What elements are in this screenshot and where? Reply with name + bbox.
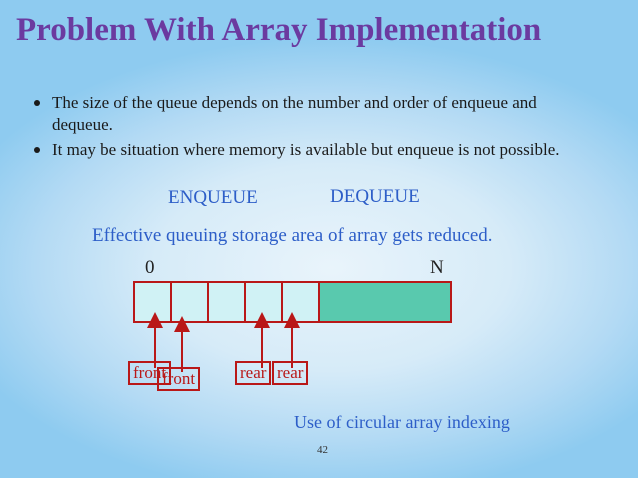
index-start-label: 0 [145,257,155,278]
array-cell [246,283,283,321]
slide-title: Problem With Array Implementation [16,12,542,48]
rear-pointer-box: rear [235,361,272,385]
array-cell [135,283,172,321]
bullet-list: The size of the queue depends on the num… [34,92,594,164]
dequeue-label: DEQUEUE [330,186,420,207]
bullet-text: It may be situation where memory is avai… [52,140,560,159]
rear-pointer-box-moved: rear [272,361,309,385]
bullet-item: The size of the queue depends on the num… [34,92,594,136]
array-cell [209,283,246,321]
enqueue-label: ENQUEUE [168,187,258,208]
bullet-dot-icon [34,147,40,153]
bullet-item: It may be situation where memory is avai… [34,139,594,161]
array-filled-region [320,283,450,321]
array-diagram [133,281,452,323]
page-number: 42 [317,444,328,456]
bullet-text: The size of the queue depends on the num… [52,93,537,134]
array-cell [283,283,320,321]
front-pointer-box-moved: front [157,367,201,391]
array-cell [172,283,209,321]
effective-storage-text: Effective queuing storage area of array … [92,225,493,246]
circular-indexing-text: Use of circular array indexing [294,412,510,432]
index-end-label: N [430,257,444,278]
bullet-dot-icon [34,100,40,106]
